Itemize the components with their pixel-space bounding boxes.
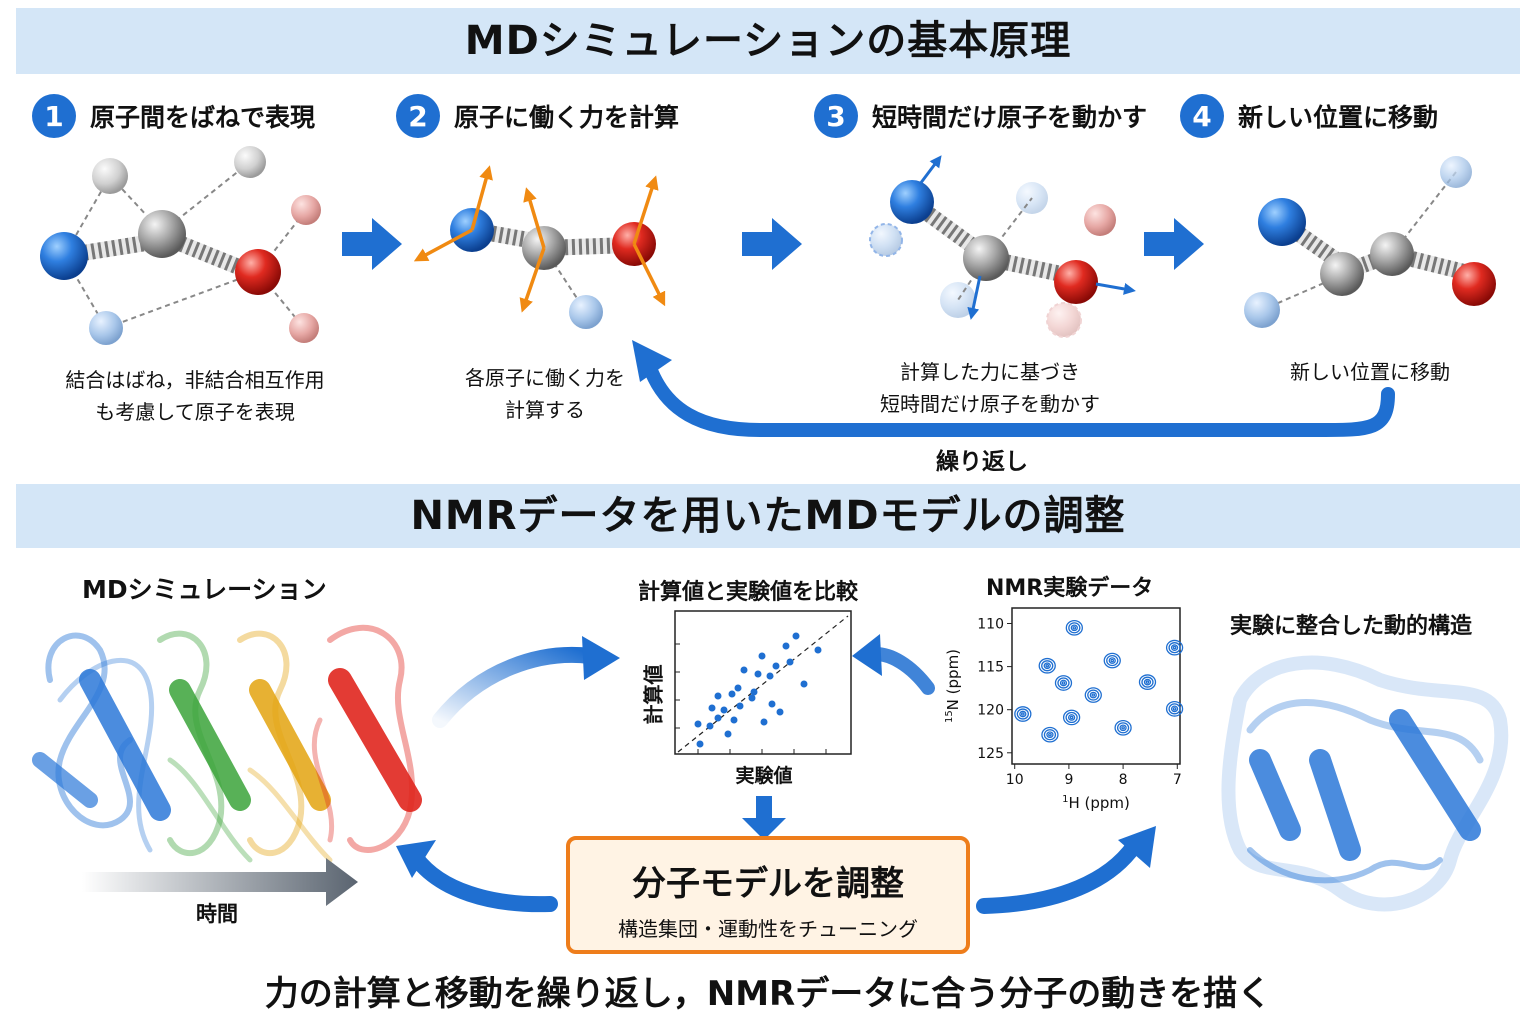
scatter-xlabel: 実験値	[735, 764, 792, 787]
structure-title: 実験に整合した動的構造	[1230, 614, 1473, 639]
step-caption-3: 計算した力に基づき 短時間だけ原子を動かす	[840, 356, 1140, 420]
arc-arrow-head-icon	[396, 840, 436, 878]
step-arrow-icon	[342, 218, 402, 270]
md-protein-frames	[32, 624, 422, 863]
x-tick-label: 9	[1064, 772, 1073, 788]
nmr-peak	[1038, 657, 1056, 674]
loop-arrow-icon	[643, 361, 1395, 437]
scatter-points	[694, 632, 822, 748]
x-tick-label: 7	[1173, 772, 1182, 788]
nmr-peak	[1084, 687, 1102, 703]
arc-arrow-to-structure-icon	[976, 838, 1142, 914]
nmr-peak	[1114, 719, 1132, 736]
md-sim-title: MDシミュレーション	[82, 575, 327, 604]
time-label: 時間	[196, 902, 238, 926]
step-number-badge: 2	[396, 94, 440, 138]
step-2: 2 原子に働く力を計算	[396, 94, 679, 138]
step-4: 4 新しい位置に移動	[1180, 94, 1438, 138]
compare-scatter-plot: 実験値	[674, 610, 852, 787]
down-arrow-icon	[742, 796, 786, 840]
scatter-ylabel: 計算値	[641, 664, 666, 725]
caption-line: 新しい位置に移動	[1290, 360, 1450, 384]
adjust-model-box: 分子モデルを調整 構造集団・運動性をチューニング	[566, 836, 970, 954]
y-tick-label: 120	[977, 703, 1004, 719]
arc-arrow-to-compare-icon	[432, 647, 598, 728]
nmr-plot-frame	[1011, 607, 1181, 765]
molecule-4	[1244, 156, 1496, 328]
nmr-peak	[1165, 639, 1184, 656]
nmr-peak	[1103, 652, 1121, 669]
step-3: 3 短時間だけ原子を動かす	[814, 94, 1147, 138]
y-tick-label: 125	[977, 746, 1004, 762]
nmr-peak	[1062, 709, 1081, 726]
molecule-3	[869, 155, 1136, 338]
nmr-peak	[1041, 726, 1059, 743]
scatter-ticks	[675, 643, 827, 754]
nmr-peak	[1014, 706, 1032, 722]
dynamic-structure-ensemble	[1221, 655, 1509, 912]
step-1: 1 原子間をばねで表現	[32, 94, 315, 138]
nmr-ylabel: 15N (ppm)	[944, 649, 962, 723]
md-principle-illustration	[40, 146, 1496, 437]
arc-arrow-head-icon	[582, 636, 620, 680]
step-number-badge: 1	[32, 94, 76, 138]
x-tick-label: 10	[1006, 772, 1024, 788]
step-label: 原子に働く力を計算	[454, 103, 680, 132]
nmr-peak	[1065, 619, 1083, 636]
section-title-md-principle: MDシミュレーションの基本原理	[16, 8, 1520, 74]
arc-arrow-head-icon	[1118, 826, 1156, 868]
protein-frame-red	[311, 624, 422, 853]
nmr-peak	[1165, 700, 1184, 717]
molecule-1	[40, 146, 321, 345]
adjust-title: 分子モデルを調整	[632, 864, 904, 904]
step-caption-4: 新しい位置に移動	[1250, 356, 1490, 388]
nmr-title: NMR実験データ	[986, 576, 1154, 601]
protein-frame-yellow	[237, 630, 333, 863]
y-tick-label: 110	[977, 617, 1004, 633]
compare-title: 計算値と実験値を比較	[638, 580, 859, 605]
step-label: 新しい位置に移動	[1238, 103, 1439, 132]
x-tick-label: 8	[1119, 772, 1128, 788]
caption-line: も考慮して原子を表現	[95, 400, 295, 424]
caption-line: 計算する	[505, 398, 585, 422]
caption-line: 短時間だけ原子を動かす	[880, 392, 1100, 416]
nmr-hsqc-chart: 10 9 8 7 110 115 120 125 1H (ppm) 15N (ppm)	[944, 607, 1184, 812]
step-arrow-icon	[1144, 218, 1204, 270]
protein-frame-blue	[32, 632, 171, 853]
step-label: 短時間だけ原子を動かす	[872, 103, 1148, 132]
molecule-2	[413, 165, 666, 329]
nmr-peak	[1138, 674, 1157, 690]
step-label: 原子間をばねで表現	[90, 103, 316, 132]
caption-line: 各原子に働く力を	[465, 366, 625, 390]
arc-arrow-from-nmr-icon	[869, 647, 935, 695]
arc-arrow-head-icon	[852, 634, 882, 676]
nmr-peak	[1054, 675, 1073, 691]
loop-label: 繰り返し	[936, 449, 1028, 475]
caption-line: 結合はばね，非結合相互作用	[65, 368, 325, 392]
step-number-badge: 3	[814, 94, 858, 138]
section-title-nmr-adjust: NMRデータを用いたMDモデルの調整	[16, 484, 1520, 548]
protein-frame-green	[157, 630, 253, 863]
loop-arrow-head-icon	[632, 340, 672, 382]
footer-caption: 力の計算と移動を繰り返し，NMRデータに合う分子の動きを描く	[264, 974, 1272, 1014]
nmr-xlabel: 1H (ppm)	[1062, 794, 1130, 812]
caption-line: 計算した力に基づき	[900, 360, 1080, 384]
adjust-subtitle: 構造集団・運動性をチューニング	[618, 917, 918, 941]
step-caption-1: 結合はばね，非結合相互作用 も考慮して原子を表現	[30, 364, 360, 428]
step-number-badge: 4	[1180, 94, 1224, 138]
arc-arrow-back-to-md-icon	[408, 850, 558, 913]
step-arrow-icon	[742, 218, 802, 270]
y-tick-label: 115	[977, 660, 1004, 676]
step-caption-2: 各原子に働く力を 計算する	[420, 362, 670, 426]
